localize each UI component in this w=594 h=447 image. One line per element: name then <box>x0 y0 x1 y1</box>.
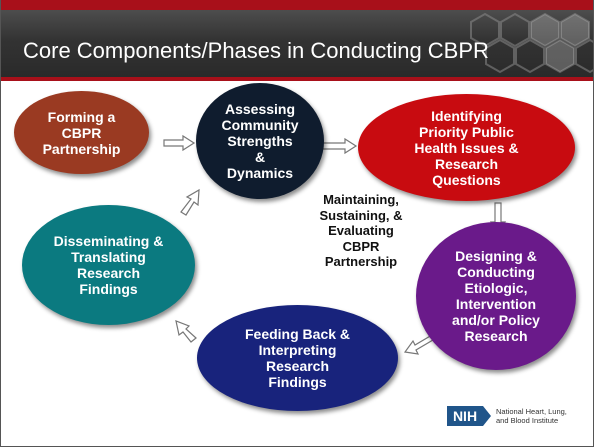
phase-designing-research: Designing & Conducting Etiologic, Interv… <box>416 222 576 370</box>
slide-title: Core Components/Phases in Conducting CBP… <box>23 38 489 63</box>
phase-feeding-back: Feeding Back & Interpreting Research Fin… <box>197 305 398 411</box>
arrow-disseminating-to-assessing <box>180 188 200 216</box>
phase-label: Forming a CBPR Partnership <box>42 108 121 157</box>
phase-label: Disseminating & Translating Research Fin… <box>53 233 164 297</box>
arrow-feeding-to-disseminating <box>175 320 197 343</box>
nih-chevron-icon <box>483 406 491 426</box>
phase-label: Designing & Conducting Etiologic, Interv… <box>452 248 540 344</box>
phase-disseminating: Disseminating & Translating Research Fin… <box>22 205 195 325</box>
nih-logo: NIH National Heart, Lung, and Blood Inst… <box>447 404 587 430</box>
top-accent-bar <box>1 0 593 10</box>
phase-forming-partnership: Forming a CBPR Partnership <box>14 91 149 174</box>
phase-label: Assessing Community Strengths & Dynamics <box>221 101 299 181</box>
hexagon-pattern-icon <box>470 12 593 74</box>
center-maintaining-label: Maintaining, Sustaining, & Evaluating CB… <box>319 192 403 269</box>
phase-label: Feeding Back & Interpreting Research Fin… <box>244 326 351 390</box>
phase-identifying-priorities: Identifying Priority Public Health Issue… <box>358 94 575 201</box>
arrow-forming-to-assessing <box>163 134 196 152</box>
title-header: Core Components/Phases in Conducting CBP… <box>1 10 593 77</box>
phase-label: Identifying Priority Public Health Issue… <box>414 107 519 188</box>
title-underline <box>1 77 593 81</box>
nih-institute-name: National Heart, Lung, and Blood Institut… <box>496 407 567 425</box>
phase-assessing-community: Assessing Community Strengths & Dynamics <box>196 83 324 199</box>
nih-logo-mark: NIH <box>447 406 483 426</box>
arrow-designing-to-feeding <box>403 334 437 355</box>
arrow-assessing-to-identifying <box>322 137 358 155</box>
